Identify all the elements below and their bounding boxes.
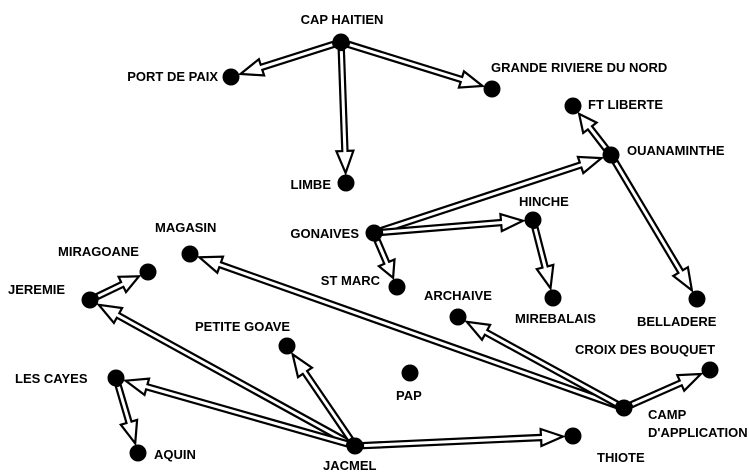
label-ouanaminthe: OUANAMINTHE xyxy=(627,143,725,158)
arrows-layer xyxy=(94,40,704,450)
arrow-gonaives-to-st-marc xyxy=(373,237,396,280)
node-limbe xyxy=(337,174,355,192)
node-belladere xyxy=(688,290,706,308)
node-ft-liberte xyxy=(564,97,582,115)
node-magasin xyxy=(181,245,199,263)
arrow-jacmel-to-thiote xyxy=(361,427,567,450)
label-pap: PAP xyxy=(396,388,422,403)
label-hinche: HINCHE xyxy=(519,194,569,209)
node-aquin xyxy=(129,444,147,462)
arrow-camp-dapplication-to-archaive xyxy=(464,320,620,408)
arrow-hinche-to-mirebalais xyxy=(531,225,555,292)
node-jeremie xyxy=(81,291,99,309)
node-ouanaminthe xyxy=(602,146,620,164)
node-les-cayes xyxy=(107,369,125,387)
node-jacmel xyxy=(346,437,364,455)
node-port-de-paix xyxy=(222,68,240,86)
label-st-marc: ST MARC xyxy=(321,273,381,288)
arrow-jacmel-to-les-cayes xyxy=(122,377,350,448)
label-magasin: MAGASIN xyxy=(155,220,216,235)
node-petite-goave xyxy=(278,337,296,355)
node-archaive xyxy=(449,308,467,326)
arrow-gonaives-to-hinche xyxy=(380,212,527,237)
label-les-cayes: LES CAYES xyxy=(15,371,88,386)
node-camp-dapplication xyxy=(615,399,633,417)
arrow-gonaives-to-ouanaminthe xyxy=(379,155,605,235)
arrow-cap-haitien-to-grande-riviere xyxy=(346,40,486,89)
label-ft-liberte: FT LIBERTE xyxy=(588,97,663,112)
arrow-camp-dapplication-to-croix-des-bouquet xyxy=(628,372,704,409)
node-mirebalais xyxy=(544,289,562,307)
label-thiote: THIOTE xyxy=(597,450,645,465)
label-mirebalais: MIREBALAIS xyxy=(515,311,596,326)
arrow-camp-dapplication-to-magasin xyxy=(196,255,619,410)
label-grande-riviere: GRANDE RIVIERE DU NORD xyxy=(491,60,667,75)
label-jeremie: JEREMIE xyxy=(8,282,65,297)
label-petite-goave: PETITE GOAVE xyxy=(195,319,290,334)
arrow-les-cayes-to-aquin xyxy=(114,383,139,447)
arrow-ouanaminthe-to-ft-liberte xyxy=(577,111,610,152)
labels-layer: CAP HAITIEN PORT DE PAIX GRANDE RIVIERE DU… xyxy=(8,12,748,473)
label-belladere: BELLADERE xyxy=(637,314,717,329)
node-gonaives xyxy=(365,224,383,242)
label-jacmel: JACMEL xyxy=(323,458,377,473)
arrow-jacmel-to-petite-goave xyxy=(290,351,355,443)
label-miragoane: MIRAGOANE xyxy=(58,244,139,259)
label-aquin: AQUIN xyxy=(154,447,196,462)
label-croix-des-bouquet: CROIX DES BOUQUET xyxy=(575,342,715,357)
arrow-jacmel-to-jeremie xyxy=(96,303,351,446)
node-miragoane xyxy=(139,263,157,281)
label-gonaives: GONAIVES xyxy=(290,226,359,241)
node-cap-haitien xyxy=(332,33,350,51)
node-croix-des-bouquet xyxy=(701,361,719,379)
label-archaive: ARCHAIVE xyxy=(424,288,492,303)
node-hinche xyxy=(524,211,542,229)
node-thiote xyxy=(564,427,582,445)
label-port-de-paix: PORT DE PAIX xyxy=(127,69,218,84)
arrow-ouanaminthe-to-belladere xyxy=(611,158,694,294)
node-st-marc xyxy=(388,278,406,296)
nodes-layer xyxy=(81,33,719,462)
arrow-cap-haitien-to-port-de-paix xyxy=(237,40,336,77)
arrow-jeremie-to-miragoane xyxy=(94,275,142,301)
label-limbe: LIMBE xyxy=(291,177,332,192)
label-cap-haitien: CAP HAITIEN xyxy=(301,12,384,27)
arrow-cap-haitien-to-limbe xyxy=(334,48,355,177)
node-pap xyxy=(401,364,419,382)
node-grande-riviere xyxy=(483,80,501,98)
